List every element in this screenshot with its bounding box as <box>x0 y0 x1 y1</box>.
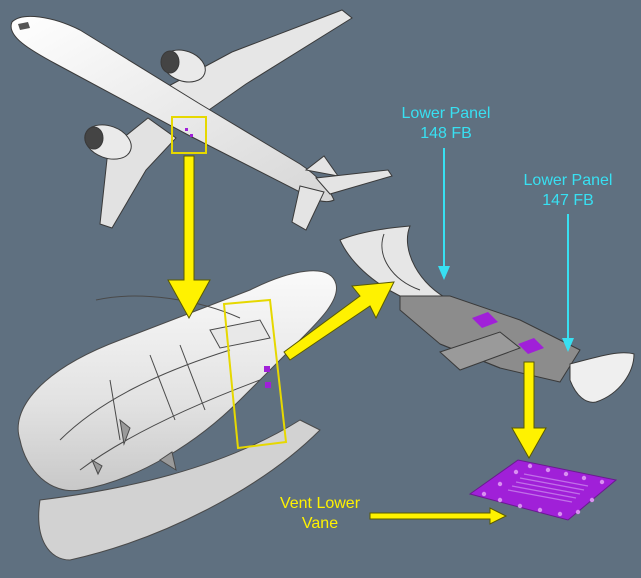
aircraft-overview <box>10 9 393 231</box>
vent-lower-vane-line1: Vent Lower <box>279 495 361 512</box>
closeup-highlight-box <box>222 298 288 450</box>
lower-panel-assembly <box>339 225 635 403</box>
aircraft-stabilizer-lower <box>291 185 325 231</box>
aircraft-fuselage <box>10 16 335 203</box>
vent-lower-vane-label: Vent Lower Vane <box>262 494 378 534</box>
lower-panel-147-line2: 147 FB <box>542 192 594 209</box>
overview-highlight-box <box>171 116 207 154</box>
flow-arrows <box>167 155 547 525</box>
arrow-panel-to-vane <box>511 361 547 460</box>
lower-panel-147-label: Lower Panel 147 FB <box>508 171 628 211</box>
lower-panel-147-line1: Lower Panel <box>523 172 613 189</box>
closeup-vent-mark-upper <box>264 366 270 372</box>
lower-panel-148-line2: 148 FB <box>420 125 472 142</box>
arrow-overview-to-closeup <box>167 155 211 320</box>
vent-vane-part <box>468 459 618 521</box>
arrow-vent-label <box>369 507 508 525</box>
arrow-closeup-to-panel <box>283 281 395 361</box>
panel-148-fb-mark <box>472 312 498 328</box>
fairing-closeup <box>17 270 337 561</box>
closeup-vent-mark-lower <box>265 382 271 388</box>
panel-curved-upper <box>339 225 451 301</box>
aircraft-tail-fin <box>314 169 393 195</box>
panel-end-cap <box>569 352 635 403</box>
panel-147-fb-mark <box>518 338 544 354</box>
vent-vane-plate <box>468 459 618 521</box>
panel-bracket <box>439 331 522 371</box>
lower-panel-148-label: Lower Panel 148 FB <box>386 104 506 144</box>
cyan-leaders <box>438 148 574 352</box>
aircraft-stabilizer-upper <box>304 155 340 177</box>
overview-vent-mark <box>185 128 188 131</box>
lower-panel-148-line1: Lower Panel <box>401 105 491 122</box>
vent-lower-vane-line2: Vane <box>301 515 339 532</box>
